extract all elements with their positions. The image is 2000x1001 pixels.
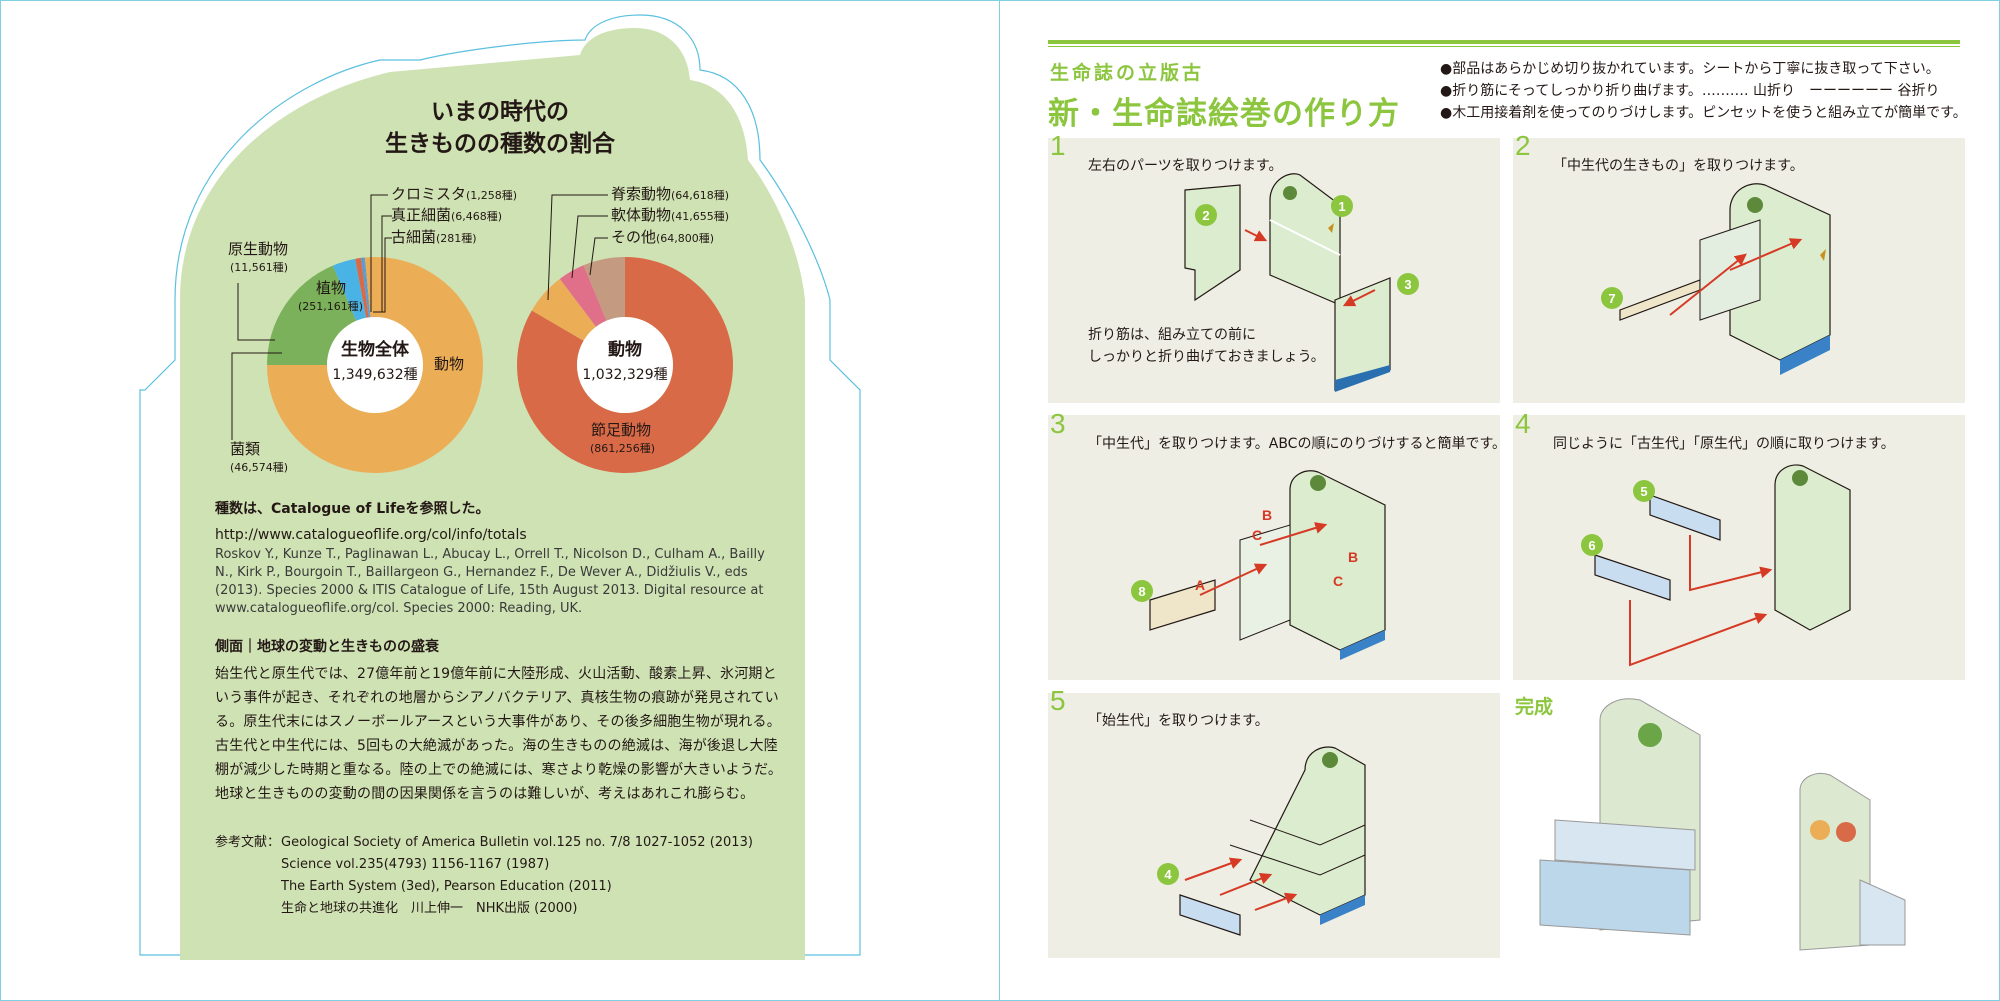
reference-item: Science vol.235(4793) 1156-1167 (1987) [281, 857, 550, 872]
label-plants: 植物 [316, 279, 347, 297]
step-panel-2 [1513, 138, 1965, 403]
donut-slice-plants [267, 265, 357, 365]
section-title: 新・生命誌絵巻の作り方 [1048, 96, 1400, 132]
label-chordata: 脊索動物(64,618種) [611, 185, 730, 203]
completed-model-photo [1539, 698, 1906, 951]
label-mollusca: 軟体動物(41,655種) [611, 206, 730, 224]
cut-outline [139, 14, 861, 956]
donut-slice-fungi [332, 258, 367, 321]
donut-chart-animals [517, 257, 733, 474]
note-item: ●部品はあらかじめ切り抜かれています。シートから丁寧に抜き取って下さい。 [1440, 61, 1940, 77]
instruction-notes: ●部品はあらかじめ切り抜かれています。シートから丁寧に抜き取って下さい。 ●折り… [1440, 58, 1967, 124]
label-plants-count: (251,161種) [298, 300, 364, 313]
reference-item: 生命と地球の共進化 川上伸一 NHK出版 (2000) [281, 901, 578, 916]
side-body-text: 始生代と原生代では、27億年前と19億年前に大陸形成、火山活動、酸素上昇、氷河期… [215, 666, 783, 802]
label-cromista: クロミスタ(1,258種) [391, 185, 518, 203]
step-text-1: 左右のパーツを取りつけます。 [1088, 158, 1283, 174]
label-archaea: 古細菌(281種) [391, 228, 477, 246]
part-number-6: 6 [1581, 534, 1603, 556]
donut-slice-mollusca [559, 265, 607, 327]
step-panel-3 [1048, 415, 1500, 680]
label-animals: 動物 [434, 355, 465, 373]
step-number-1: 1 [1050, 130, 1066, 161]
step-text-3: 「中生代」を取りつけます。ABCの順にのりづけすると簡単です。 [1088, 436, 1507, 452]
label-other: その他(64,800種) [611, 228, 715, 246]
donut-slice-animals [267, 257, 484, 473]
header-rule [1048, 40, 1960, 44]
label-protozoa-count: (11,561種) [230, 261, 289, 274]
label-arthropoda: 節足動物 [591, 421, 652, 439]
label-eubacteria: 真正細菌(6,468種) [391, 206, 503, 224]
step-text-4: 同じように「古生代」「原生代」の順に取りつけます。 [1553, 436, 1895, 452]
part-number-4: 4 [1157, 863, 1179, 885]
step-text-5: 「始生代」を取りつけます。 [1088, 713, 1269, 729]
donut-slice-other [583, 257, 625, 321]
part-number-3: 3 [1397, 273, 1419, 295]
donut-slice-arthropoda [517, 257, 733, 474]
part-number-8: 8 [1131, 580, 1153, 602]
part-number-5: 5 [1633, 480, 1655, 502]
part-number-7: 7 [1601, 287, 1623, 309]
label-fungi: 菌類 [230, 440, 261, 458]
left-panel-background [139, 14, 861, 960]
completed-label: 完成 [1515, 696, 1554, 718]
donut-slice-protozoa [355, 257, 369, 318]
step-number-3: 3 [1050, 408, 1066, 439]
donut-chart-all-life [267, 257, 484, 473]
source-url: http://www.catalogueoflife.org/col/info/… [215, 527, 527, 543]
title-line-1: いまの時代の [431, 99, 569, 125]
label-arthropoda-count: (861,256種) [590, 442, 656, 455]
donut-slice-cromista [364, 257, 371, 318]
center-label-animals: 動物 [608, 340, 642, 360]
green-shape [180, 28, 805, 960]
donut-hole [577, 317, 673, 413]
step-text-2: 「中生代の生きもの」を取りつけます。 [1553, 158, 1804, 174]
leader-lines [231, 194, 608, 440]
title-line-2: 生きものの種数の割合 [385, 131, 615, 157]
center-count-all-life: 1,349,632種 [332, 367, 418, 383]
step-number-5: 5 [1050, 685, 1066, 716]
chart-title: いまの時代の 生きものの種数の割合 [330, 96, 670, 160]
step-note-line-1: 折り筋は、組み立ての前に [1088, 327, 1256, 343]
side-heading: 側面｜地球の変動と生きものの盛衰 [215, 639, 439, 655]
source-heading: 種数は、Catalogue of Lifeを参照した。 [215, 501, 490, 517]
reference-item: Geological Society of America Bulletin v… [281, 835, 753, 850]
center-count-animals: 1,032,329種 [582, 367, 668, 383]
part-number-2: 2 [1195, 204, 1217, 226]
references-label: 参考文献： [215, 835, 281, 850]
part-number-1: 1 [1331, 195, 1353, 217]
reference-item: The Earth System (3ed), Pearson Educatio… [281, 879, 612, 894]
note-item: ●折り筋にそってしっかり折り曲げます。‥‥‥‥‥ 山折り ーーーーーー 谷折り [1440, 83, 1940, 99]
fold-line [999, 0, 1000, 1001]
section-subtitle: 生命誌の立版古 [1050, 62, 1205, 84]
note-item: ●木工用接着剤を使ってのりづけします。ピンセットを使うと組み立てが簡単です。 [1440, 105, 1967, 121]
label-protozoa: 原生動物 [228, 240, 289, 258]
center-label-all-life: 生物全体 [341, 340, 409, 360]
donut-hole [327, 317, 423, 413]
step-number-2: 2 [1515, 130, 1531, 161]
label-fungi-count: (46,574種) [230, 461, 289, 474]
donut-slice-archaea [364, 257, 371, 318]
header-rule-thin [1048, 46, 1960, 47]
donut-slice-eubacteria [360, 257, 371, 318]
step-note-line-2: しっかりと折り曲げておきましょう。 [1088, 349, 1325, 365]
step-number-4: 4 [1515, 408, 1531, 439]
references: 参考文献：Geological Society of America Bulle… [215, 832, 753, 920]
step-panel-5 [1048, 693, 1500, 958]
source-reference: Roskov Y., Kunze T., Paglinawan L., Abuc… [215, 547, 765, 616]
